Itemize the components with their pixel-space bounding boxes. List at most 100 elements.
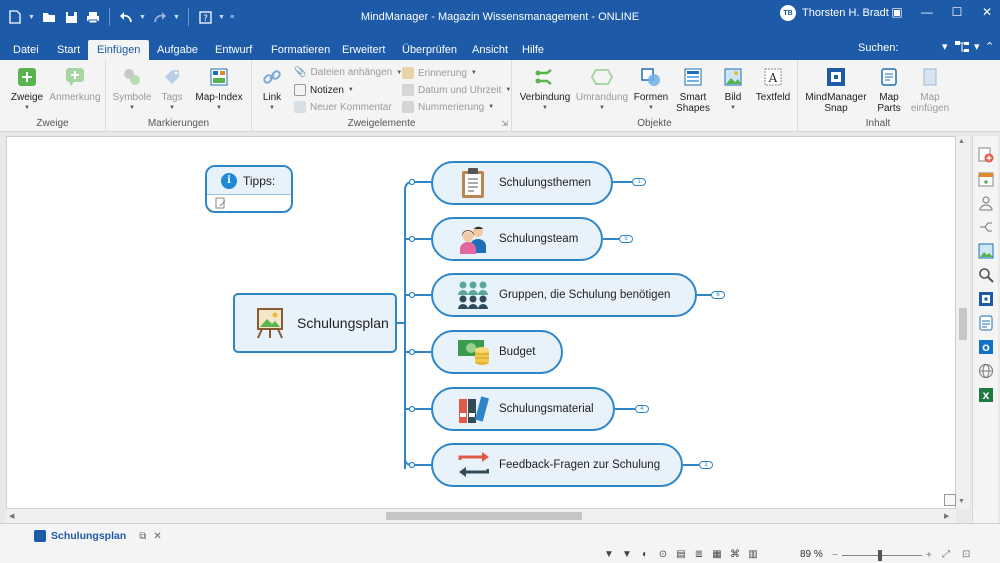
customize-toolbar-icon[interactable]: ≡ <box>230 13 235 21</box>
topic-badge[interactable]: 1 <box>632 178 646 186</box>
close-icon[interactable]: ✕ <box>153 530 162 542</box>
outlook-icon[interactable]: O <box>977 338 995 356</box>
topic-feedback[interactable]: Feedback-Fragen zur Schulung <box>431 443 683 487</box>
chevron-down-icon[interactable]: ▼ <box>139 13 146 21</box>
maximize-icon[interactable]: ☐ <box>951 5 963 19</box>
datum-uhrzeit-button[interactable]: Datum und Uhrzeit ▼ <box>402 84 511 96</box>
tab-datei[interactable]: Datei <box>13 44 39 56</box>
zoom-slider-knob[interactable] <box>878 550 882 561</box>
tab-formatieren[interactable]: Formatieren <box>271 44 331 56</box>
tab-einfuegen[interactable]: Einfügen <box>88 40 150 60</box>
chevron-down-icon[interactable]: ▾ <box>974 41 980 53</box>
zoom-in-icon[interactable]: + <box>926 550 932 561</box>
excel-icon[interactable]: X <box>977 386 995 404</box>
tags-button[interactable]: Tags ▼ <box>156 66 188 114</box>
neuer-kommentar-button[interactable]: Neuer Kommentar <box>294 101 392 113</box>
topic-budget[interactable]: Budget <box>431 330 563 374</box>
topic-schulungsteam[interactable]: Schulungsteam <box>431 217 603 261</box>
open-folder-icon[interactable] <box>40 8 58 26</box>
vertical-scrollbar[interactable] <box>956 136 970 509</box>
search-icon[interactable] <box>977 266 995 284</box>
fit-window-icon[interactable]: ⊡ <box>962 549 971 560</box>
close-icon[interactable]: ✕ <box>981 5 993 19</box>
symbole-button[interactable]: Symbole ▼ <box>113 66 151 114</box>
tab-start[interactable]: Start <box>57 44 81 56</box>
topic-badge[interactable]: 6 <box>711 291 725 299</box>
document-tab[interactable]: Schulungsplan ⧉ ✕ <box>34 527 162 545</box>
dateien-anhaengen-button[interactable]: 📎 Dateien anhängen ▼ <box>294 67 403 78</box>
undo-icon[interactable] <box>117 8 135 26</box>
umrandung-button[interactable]: Umrandung ▼ <box>574 66 630 114</box>
collapse-ribbon-icon[interactable]: ⌃ <box>985 41 995 53</box>
tab-entwurf[interactable]: Entwurf <box>215 44 253 56</box>
chevron-down-icon[interactable]: ▾ <box>942 41 948 53</box>
link-button[interactable]: Link ▼ <box>258 66 286 114</box>
map-parts-icon[interactable] <box>977 314 995 332</box>
anmerkung-button[interactable]: Anmerkung <box>48 66 102 103</box>
print-icon[interactable] <box>84 8 102 26</box>
scroll-right-icon[interactable]: ▶ <box>944 513 950 520</box>
bild-button[interactable]: Bild ▼ <box>718 66 748 114</box>
list-icon[interactable]: ≣ <box>694 549 704 560</box>
chevron-down-icon[interactable]: ▼ <box>28 13 35 21</box>
verbindung-button[interactable]: Verbindung ▼ <box>518 66 572 114</box>
central-topic[interactable]: Schulungsplan <box>233 293 397 353</box>
help-icon[interactable]: ? <box>196 8 214 26</box>
tab-hilfe[interactable]: Hilfe <box>522 44 545 56</box>
zoom-out-icon[interactable]: − <box>832 550 838 561</box>
redo-icon[interactable] <box>151 8 169 26</box>
globe-icon[interactable] <box>977 362 995 380</box>
calendar-icon[interactable]: ▦ <box>712 549 722 560</box>
zweige-button[interactable]: Zweige ▼ <box>10 66 44 114</box>
map-einfuegen-button[interactable]: Map einfügen <box>908 66 952 114</box>
focus-icon[interactable]: ⊙ <box>658 549 668 560</box>
snap-icon[interactable] <box>977 290 995 308</box>
scroll-up-icon[interactable]: ▲ <box>958 138 965 145</box>
callout-tipps[interactable]: i Tipps: <box>205 165 293 213</box>
map-overview-button[interactable] <box>944 494 956 506</box>
horizontal-scrollbar[interactable] <box>6 509 956 523</box>
filter-icon[interactable]: ▼ <box>604 549 614 560</box>
scroll-down-icon[interactable]: ▼ <box>958 498 965 505</box>
scroll-left-icon[interactable]: ◀ <box>9 513 15 520</box>
save-icon[interactable] <box>62 8 80 26</box>
task-add-icon[interactable] <box>977 146 995 164</box>
erinnerung-button[interactable]: Erinnerung ▼ <box>402 67 477 79</box>
detach-icon[interactable]: ⧉ <box>139 530 147 542</box>
smart-shapes-button[interactable]: Smart Shapes <box>674 66 712 114</box>
fit-map-icon[interactable]: ⤢ <box>942 549 950 560</box>
new-file-icon[interactable] <box>6 8 24 26</box>
filter-options-icon[interactable]: ▼ <box>622 549 632 560</box>
user-account[interactable]: TB Thorsten H. Bradt ▼ <box>780 5 901 21</box>
ribbon-display-icon[interactable]: ▣ <box>891 5 903 19</box>
topic-schulungsthemen[interactable]: Schulungsthemen <box>431 161 613 205</box>
topic-gruppen[interactable]: Gruppen, die Schulung benötigen <box>431 273 697 317</box>
scrollbar-thumb[interactable] <box>959 308 967 340</box>
chevron-down-icon[interactable]: ▼ <box>173 13 180 21</box>
attachment-icon[interactable]: ⌘ <box>730 549 740 560</box>
notes-icon[interactable]: ▤ <box>676 549 686 560</box>
topic-badge[interactable]: 4 <box>635 405 649 413</box>
nummerierung-button[interactable]: Nummerierung ▼ <box>402 101 494 113</box>
person-icon[interactable] <box>977 194 995 212</box>
mindmanager-snap-button[interactable]: MindManager Snap <box>804 66 868 114</box>
topic-badge[interactable]: 1 <box>699 461 713 469</box>
grid-icon[interactable]: ▥ <box>748 549 758 560</box>
map-canvas[interactable]: i Tipps: Schulungsplan Schulungsthemen <box>6 136 956 509</box>
zoom-slider[interactable] <box>842 550 922 561</box>
tab-erweitert[interactable]: Erweitert <box>342 44 386 56</box>
textfeld-button[interactable]: A Textfeld <box>752 66 794 103</box>
map-index-button[interactable]: Map-Index ▼ <box>194 66 244 114</box>
tab-ueberpruefen[interactable]: Überprüfen <box>402 44 458 56</box>
scrollbar-thumb[interactable] <box>386 512 582 520</box>
formen-button[interactable]: Formen ▼ <box>632 66 670 114</box>
map-parts-button[interactable]: Map Parts <box>872 66 906 114</box>
notizen-button[interactable]: Notizen ▼ <box>294 84 354 96</box>
dialog-launcher-icon[interactable]: ⇲ <box>501 119 508 128</box>
tab-ansicht[interactable]: Ansicht <box>472 44 509 56</box>
relationships-icon[interactable] <box>977 218 995 236</box>
topic-badge[interactable]: 5 <box>619 235 633 243</box>
topic-schulungsmaterial[interactable]: Schulungsmaterial <box>431 387 615 431</box>
calendar-icon[interactable] <box>977 170 995 188</box>
chevron-down-icon[interactable]: ▼ <box>218 13 225 21</box>
